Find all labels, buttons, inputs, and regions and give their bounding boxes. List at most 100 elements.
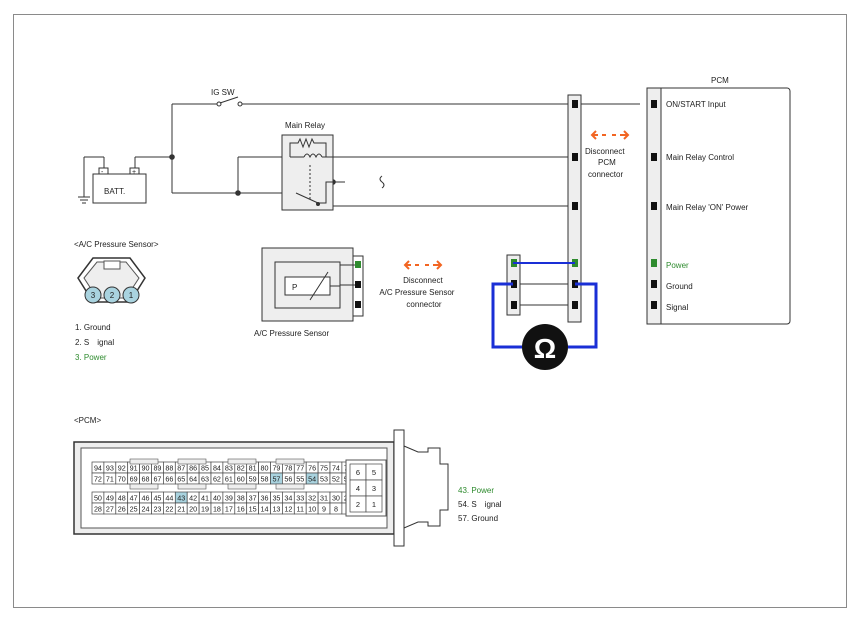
pcm-title: PCM	[711, 76, 729, 85]
pcm-pin-signal: Signal	[666, 303, 688, 312]
disconnect-pcm-label: Disconnect PCM connector	[585, 147, 627, 179]
sensor-connector-face	[77, 257, 146, 304]
pcm-pin-number: 53	[320, 474, 328, 483]
pcm-pin-number: 23	[153, 504, 161, 513]
pcm-pin-main-relay-on-power: Main Relay 'ON' Power	[666, 203, 749, 212]
sensor-connector-pin-numbers: 3 2 1	[91, 291, 134, 300]
pcm-pin-number: 78	[284, 463, 292, 472]
pcm-pin-number: 30	[332, 493, 340, 502]
disconnect-sensor-label: Disconnect A/C Pressure Sensor connector	[379, 276, 456, 309]
pcm-pin-number: 28	[94, 504, 102, 513]
sensor-label: A/C Pressure Sensor	[254, 329, 329, 338]
ohm-symbol-icon: Ω	[534, 333, 556, 364]
pcm-small-pin-number: 5	[372, 468, 376, 477]
pcm-pin-number: 74	[332, 463, 340, 472]
pcm-pin-number: 87	[177, 463, 185, 472]
pcm-pin-number: 20	[189, 504, 197, 513]
pcm-pin-number: 63	[201, 474, 209, 483]
pcm-pin-number: 61	[225, 474, 233, 483]
ohmmeter	[522, 324, 568, 370]
pcm-pin-power: Power	[666, 261, 689, 270]
pcm-pin-number: 81	[249, 463, 257, 472]
pcm-connector-key	[129, 483, 159, 490]
pcm-pin-main-relay-control: Main Relay Control	[666, 153, 734, 162]
pcm-pin-number: 52	[332, 474, 340, 483]
pcm-pin-number: 19	[201, 504, 209, 513]
pcm-pin-number: 69	[130, 474, 138, 483]
pcm-pin-on-start: ON/START Input	[666, 100, 726, 109]
pcm-pin-number: 90	[142, 463, 150, 472]
ac-pressure-sensor	[261, 247, 364, 322]
wires	[83, 103, 640, 306]
battery	[92, 167, 147, 204]
pcm-pin-number: 70	[118, 474, 126, 483]
pcm-pin-number: 9	[322, 504, 326, 513]
pcm-pin-number: 21	[177, 504, 185, 513]
pcm-pin-number: 49	[106, 493, 114, 502]
ohmmeter-leads	[491, 262, 598, 349]
pcm-pin-number: 92	[118, 463, 126, 472]
pcm-pin-number: 84	[213, 463, 221, 472]
pcm-pin-number: 35	[272, 493, 280, 502]
pcm-pin-number: 38	[237, 493, 245, 502]
pcm-pin-number: 58	[261, 474, 269, 483]
pcm-pin-number: 80	[261, 463, 269, 472]
pcm-pin-number: 25	[130, 504, 138, 513]
pcm-pin-number: 89	[153, 463, 161, 472]
main-relay-label: Main Relay	[285, 121, 325, 130]
pcm-connector-key	[275, 458, 305, 465]
ig-switch	[216, 96, 243, 107]
svg-text:1. Ground: 1. Ground	[75, 323, 111, 332]
pcm-connector-legend: 43. Power 54. S ignal 57. Ground	[458, 486, 502, 523]
pcm-pin-number: 75	[320, 463, 328, 472]
pcm-pin-number: 33	[296, 493, 304, 502]
pcm-connector-key	[227, 458, 257, 465]
pcm-pin-number: 50	[94, 493, 102, 502]
pcm-pin-number: 82	[237, 463, 245, 472]
svg-text:1: 1	[129, 291, 134, 300]
pcm-pin-number: 31	[320, 493, 328, 502]
main-relay	[281, 134, 334, 211]
pcm-pin-number: 26	[118, 504, 126, 513]
pcm-pin-labels: ON/START Input Main Relay Control Main R…	[666, 100, 749, 312]
pcm-pin-number: 40	[213, 493, 221, 502]
pcm-connector-key	[275, 483, 305, 490]
pcm-pin-number: 37	[249, 493, 257, 502]
pcm-pin-number: 45	[153, 493, 161, 502]
pcm-pin-number: 43	[177, 493, 185, 502]
pcm-pin-number: 67	[153, 474, 161, 483]
pcm-small-pin-number: 2	[356, 500, 360, 509]
pcm-pin-number: 94	[94, 463, 102, 472]
pcm-pin-ground: Ground	[666, 282, 693, 291]
battery-plus-label: +	[132, 169, 136, 176]
pcm-pin-number: 10	[308, 504, 316, 513]
svg-text:3. Power: 3. Power	[75, 353, 107, 362]
pcm-pin-number: 62	[213, 474, 221, 483]
pcm-pin-number: 83	[225, 463, 233, 472]
pcm-pin-number: 44	[165, 493, 173, 502]
pcm-connector-key	[177, 458, 207, 465]
pcm-pin-number: 93	[106, 463, 114, 472]
pcm-pin-number: 36	[261, 493, 269, 502]
pcm-pin-number: 8	[334, 504, 338, 513]
pcm-pin-number: 88	[165, 463, 173, 472]
pcm-pin-number: 59	[249, 474, 257, 483]
pcm-pin-number: 14	[261, 504, 269, 513]
svg-text:2: 2	[110, 291, 115, 300]
pcm-pin-number: 17	[225, 504, 233, 513]
pcm-pin-number: 65	[177, 474, 185, 483]
wire-break-icon	[379, 175, 385, 189]
pcm-connector-key	[129, 458, 159, 465]
pcm-pin-number: 54	[308, 474, 316, 483]
pcm-pin-number: 22	[165, 504, 173, 513]
pcm-pin-number: 72	[94, 474, 102, 483]
pcm-pin-number: 57	[272, 474, 280, 483]
pcm-pin-number: 71	[106, 474, 114, 483]
pcm-pin-number: 13	[272, 504, 280, 513]
pcm-small-pin-cell	[365, 495, 383, 513]
pcm-pin-number: 15	[249, 504, 257, 513]
pcm-connector-key	[227, 483, 257, 490]
pcm-pin-number: 91	[130, 463, 138, 472]
